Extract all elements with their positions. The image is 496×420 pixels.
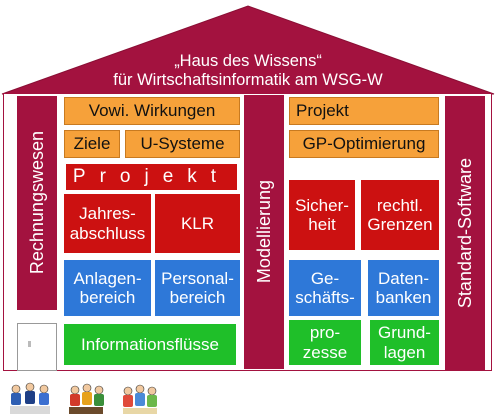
box-datenbanken-label: Daten-banken	[375, 268, 432, 307]
box-vowi-wirkungen: Vowi. Wirkungen	[64, 97, 240, 125]
box-u-systeme: U-Systeme	[125, 130, 240, 158]
box-datenbanken: Daten-banken	[368, 260, 439, 316]
box-vowi-wirkungen-label: Vowi. Wirkungen	[88, 101, 216, 121]
box-rechtl-grenzen-label: rechtl.Grenzen	[367, 195, 433, 234]
pillar-modellierung-label: Modellierung	[253, 180, 274, 284]
house-title-line2: für Wirtschaftsinformatik am WSG-W	[113, 71, 383, 89]
box-geschaefts-label: Ge-schäfts-	[295, 268, 355, 307]
box-ziele: Ziele	[64, 130, 120, 158]
box-grundlagen: Grund-lagen	[370, 320, 439, 365]
box-personalbereich: Personal-bereich	[155, 260, 240, 316]
box-u-systeme-label: U-Systeme	[140, 134, 225, 154]
pillar-standard-software-label: Standard-Software	[454, 157, 475, 309]
box-sicherheit-label: Sicher-heit	[295, 195, 349, 234]
box-gp-optimierung: GP-Optimierung	[289, 130, 439, 158]
pillar-modellierung: Modellierung	[244, 95, 284, 369]
people-group-icon	[123, 384, 157, 414]
house-title-line1: „Haus des Wissens“	[174, 52, 322, 70]
box-anlagenbereich: Anlagen-bereich	[64, 260, 151, 316]
people-group-icon	[69, 383, 104, 414]
box-projekt-right-label: Projekt	[296, 101, 349, 121]
box-rechtl-grenzen: rechtl.Grenzen	[361, 180, 439, 250]
pillar-standard-software: Standard-Software	[445, 96, 485, 370]
box-klr-label: KLR	[180, 213, 215, 233]
box-sicherheit: Sicher-heit	[289, 180, 355, 250]
box-jahresabschluss: Jahres-abschluss	[64, 194, 151, 253]
box-geschaefts: Ge-schäfts-	[289, 260, 361, 316]
pillar-rechnungswesen: Rechnungswesen	[17, 96, 57, 310]
people-group-icon	[10, 382, 50, 414]
box-projekt-right: Projekt	[289, 97, 439, 125]
box-personalbereich-label: Personal-bereich	[161, 268, 234, 307]
box-prozesse-label: pro-zesse	[302, 323, 348, 362]
box-prozesse: pro-zesse	[289, 320, 361, 365]
pillar-rechnungswesen-label: Rechnungswesen	[26, 131, 47, 275]
door-knob	[28, 341, 31, 347]
box-ziele-label: Ziele	[73, 134, 111, 154]
box-informationsfluesse: Informationsflüsse	[64, 324, 236, 365]
box-gp-optimierung-label: GP-Optimierung	[302, 134, 426, 154]
box-jahresabschluss-label: Jahres-abschluss	[69, 204, 146, 243]
box-projekt-left-label: Projekt	[72, 166, 231, 188]
box-projekt-left: Projekt	[66, 164, 237, 190]
box-grundlagen-label: Grund-lagen	[378, 323, 431, 362]
box-anlagenbereich-label: Anlagen-bereich	[73, 268, 142, 307]
box-informationsfluesse-label: Informationsflüsse	[81, 334, 219, 354]
house-door	[17, 323, 57, 371]
box-klr: KLR	[155, 194, 240, 253]
